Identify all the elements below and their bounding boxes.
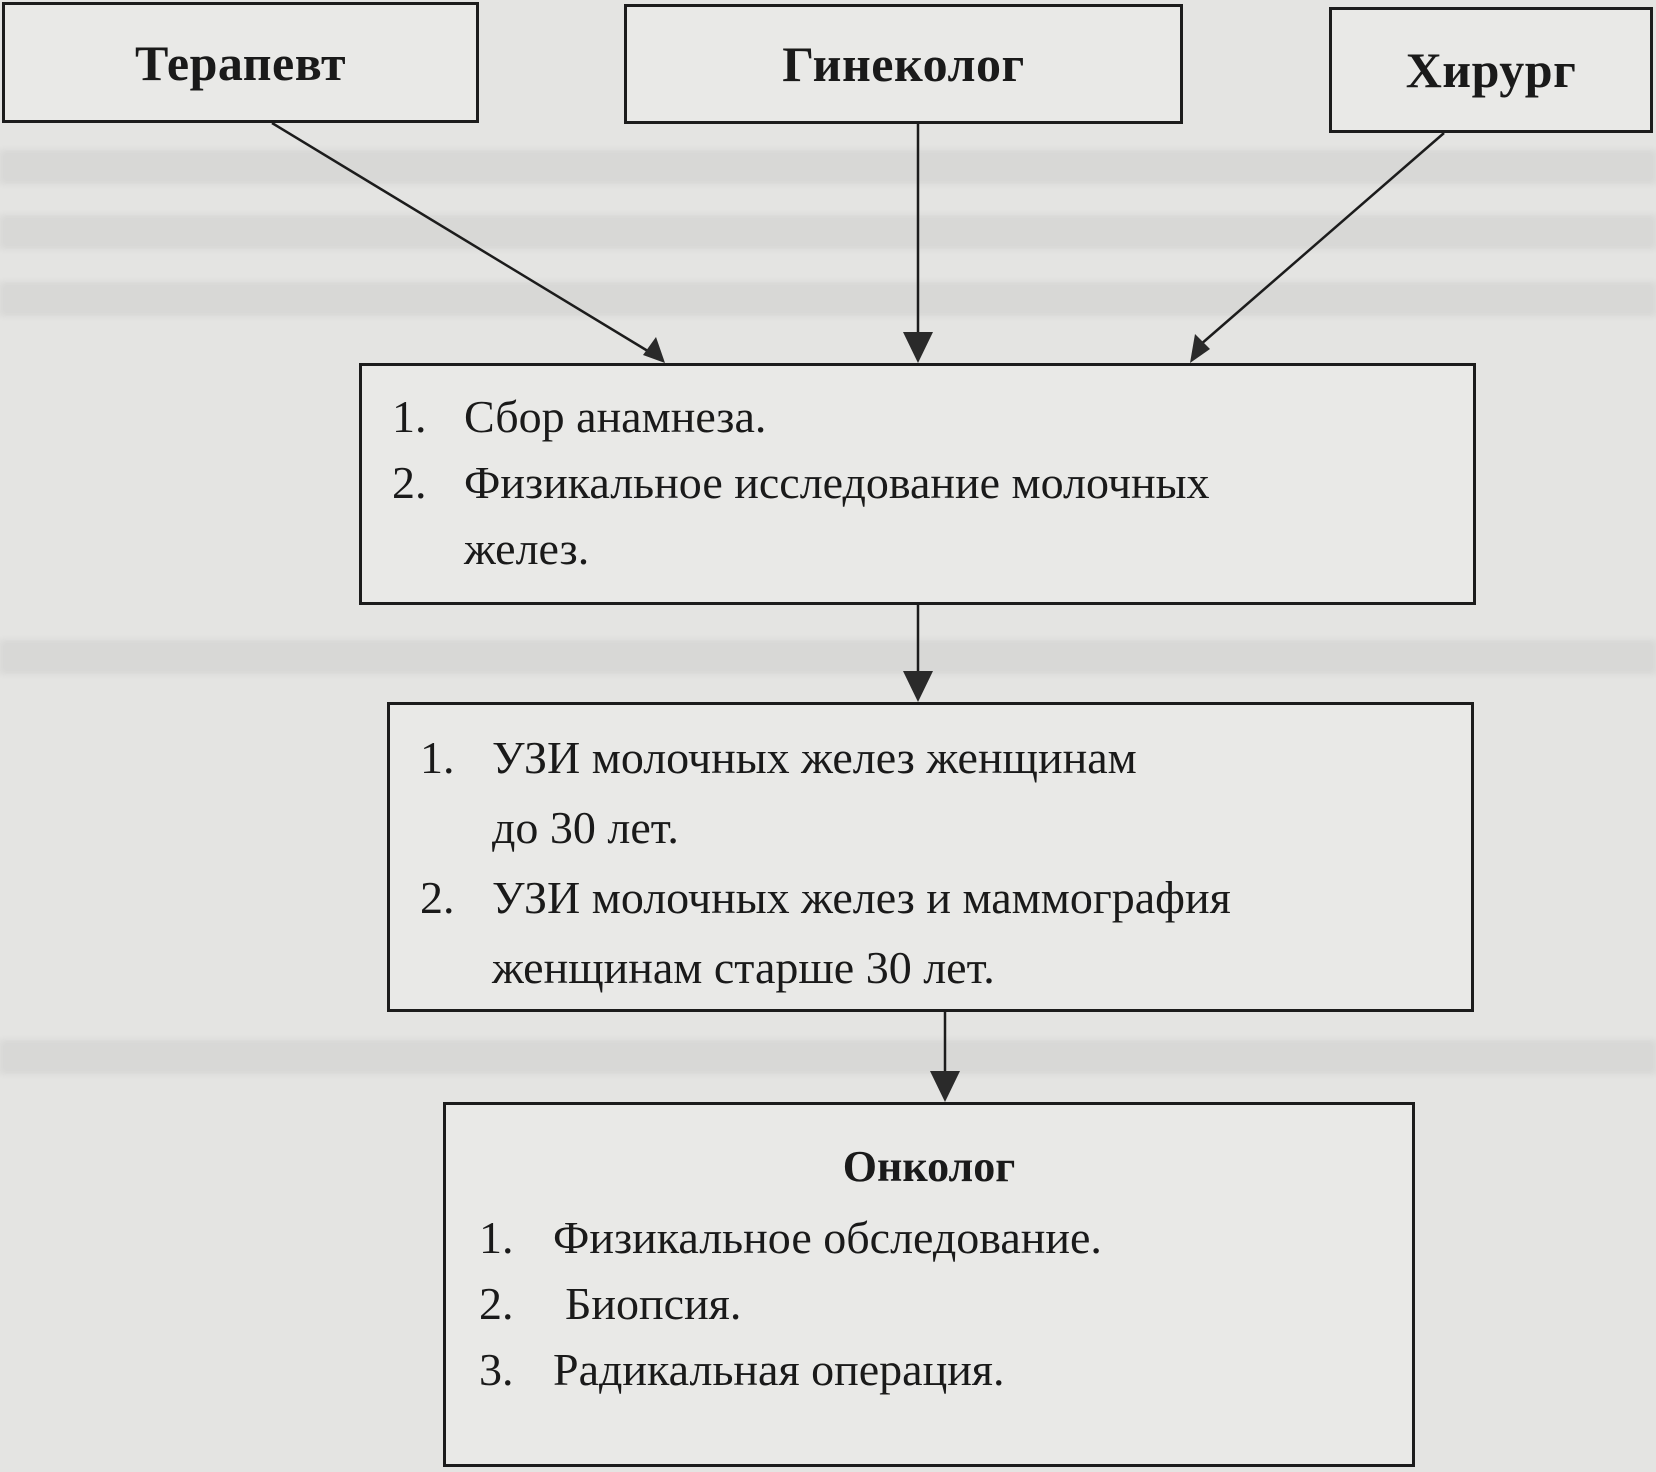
bleed-through-band	[0, 640, 1656, 674]
node-step2-ultrasound: 1. УЗИ молочных желез женщинам до 30 лет…	[387, 702, 1474, 1012]
item-text: УЗИ молочных желез и маммография	[492, 872, 1231, 923]
node-therapist: Терапевт	[2, 2, 479, 123]
list-item: 2. Физикальное исследование молочных жел…	[392, 450, 1209, 582]
item-text-continued: женщинам старше 30 лет.	[492, 942, 995, 993]
list-item: 1. Сбор анамнеза.	[392, 384, 1209, 450]
arrowhead-icon	[903, 332, 933, 363]
item-number: 2.	[392, 457, 427, 508]
list-item: 2. Биопсия.	[479, 1271, 1102, 1337]
arrowhead-icon	[903, 671, 933, 702]
node-title: Онколог	[842, 1142, 1016, 1191]
bleed-through-band	[0, 282, 1656, 316]
bleed-through-band	[0, 150, 1656, 184]
arrowhead-icon	[930, 1071, 960, 1102]
item-text: Биопсия.	[565, 1278, 742, 1329]
item-text: Физикальное обследование.	[553, 1212, 1102, 1263]
item-number: 2.	[420, 872, 455, 923]
list-item: 1. Физикальное обследование.	[479, 1205, 1102, 1271]
item-text-continued: до 30 лет.	[492, 802, 679, 853]
bleed-through-band	[0, 215, 1656, 249]
item-text: УЗИ молочных желез женщинам	[492, 732, 1137, 783]
node-oncologist: Онколог 1. Физикальное обследование. 2. …	[443, 1102, 1415, 1467]
list-item: 2. УЗИ молочных желез и маммография женщ…	[420, 863, 1231, 1003]
item-number: 2.	[479, 1278, 514, 1329]
item-number: 1.	[479, 1212, 514, 1263]
item-text: Сбор анамнеза.	[464, 391, 767, 442]
item-number: 1.	[420, 732, 455, 783]
arrowhead-icon	[1190, 334, 1210, 363]
list-item: 3. Радикальная операция.	[479, 1337, 1102, 1403]
item-text: Радикальная операция.	[553, 1344, 1005, 1395]
item-text-continued: желез.	[464, 523, 590, 574]
step1-list: 1. Сбор анамнеза. 2. Физикальное исследо…	[392, 384, 1209, 582]
item-text: Физикальное исследование молочных	[464, 457, 1210, 508]
node-surgeon: Хирург	[1329, 7, 1653, 133]
arrowhead-icon	[643, 337, 665, 363]
item-number: 1.	[392, 391, 427, 442]
node-label: Терапевт	[134, 34, 347, 91]
bleed-through-band	[0, 1040, 1656, 1074]
node-step1-history-exam: 1. Сбор анамнеза. 2. Физикальное исследо…	[359, 363, 1476, 605]
list-item: 1. УЗИ молочных желез женщинам до 30 лет…	[420, 723, 1231, 863]
step3-list: 1. Физикальное обследование. 2. Биопсия.…	[479, 1205, 1102, 1403]
node-label: Хирург	[1405, 42, 1577, 98]
item-number: 3.	[479, 1344, 514, 1395]
node-label: Гинеколог	[782, 36, 1025, 92]
node-gynecologist: Гинеколог	[624, 4, 1183, 124]
step2-list: 1. УЗИ молочных желез женщинам до 30 лет…	[420, 723, 1231, 1003]
